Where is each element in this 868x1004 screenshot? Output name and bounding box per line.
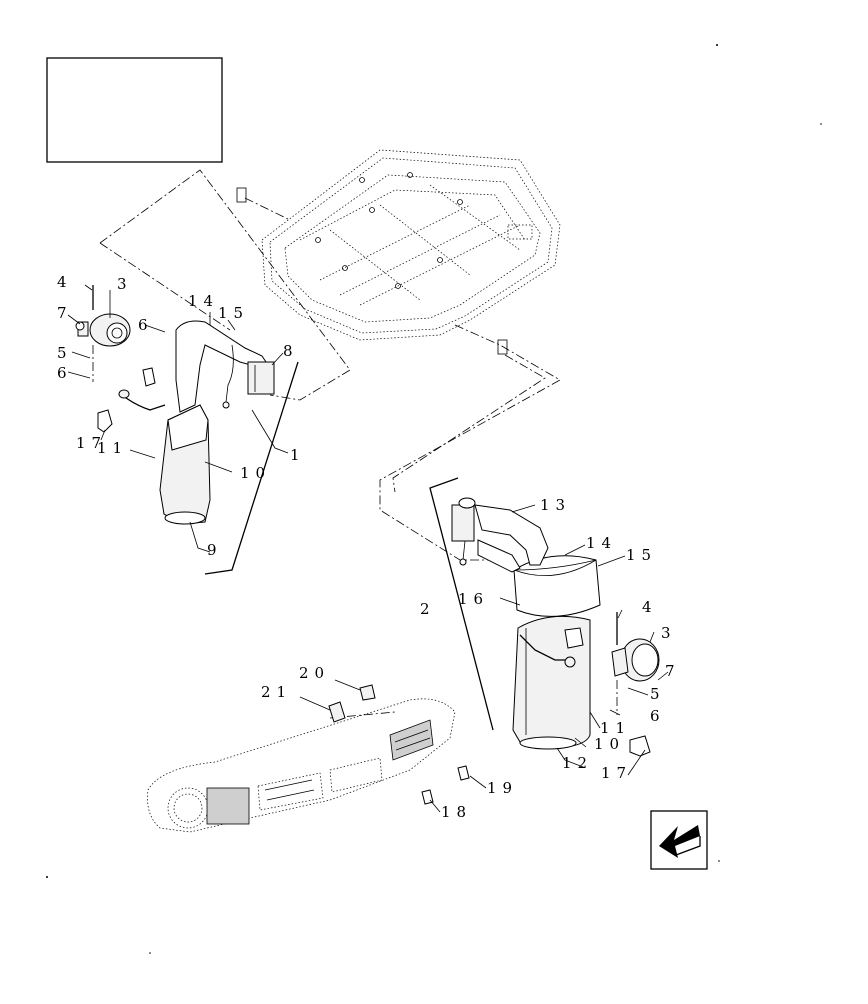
- callout-7: 7: [665, 662, 681, 680]
- callout-16: 16: [458, 590, 489, 608]
- callout-2: 2: [420, 600, 436, 618]
- callout-21: 21: [261, 683, 292, 701]
- speaker-grille: [206, 787, 250, 825]
- callout-15: 15: [626, 546, 657, 564]
- console-panel: [147, 698, 456, 833]
- callout-4: 4: [642, 598, 658, 616]
- callout-8: 8: [283, 342, 299, 360]
- callout-14: 14: [188, 292, 219, 310]
- arrow-down-left-icon[interactable]: [650, 810, 708, 870]
- clip-21: [328, 701, 346, 723]
- group-bracket-2: [429, 477, 494, 731]
- callout-14: 14: [586, 534, 617, 552]
- callout-10: 10: [240, 464, 271, 482]
- title-box: [46, 57, 223, 163]
- callout-9: 9: [207, 541, 223, 559]
- callout-13: 13: [540, 496, 571, 514]
- callout-17: 17: [601, 764, 632, 782]
- callout-6: 6: [138, 316, 154, 334]
- callout-3: 3: [661, 624, 677, 642]
- callout-11: 11: [600, 719, 631, 737]
- callout-12: 12: [562, 754, 593, 772]
- cab-roof: [236, 149, 561, 355]
- ref-line-left: [99, 169, 351, 401]
- callout-3: 3: [117, 275, 133, 293]
- left-lamp-assembly: [75, 285, 275, 525]
- callout-6: 6: [57, 364, 73, 382]
- callout-10: 10: [594, 735, 625, 753]
- callout-7: 7: [57, 304, 73, 322]
- callout-19: 19: [487, 779, 518, 797]
- right-lamp-assembly: [451, 497, 660, 757]
- clip-20: [359, 684, 376, 701]
- callout-6: 6: [650, 707, 666, 725]
- clip-19: [457, 765, 470, 781]
- callout-5: 5: [650, 685, 666, 703]
- callout-15: 15: [218, 304, 249, 322]
- callout-5: 5: [57, 344, 73, 362]
- callout-1: 1: [290, 446, 306, 464]
- callout-17: 17: [76, 434, 107, 452]
- callout-20: 20: [299, 664, 330, 682]
- callout-11: 11: [97, 439, 128, 457]
- group-bracket-1: [204, 361, 299, 575]
- callout-18: 18: [441, 803, 472, 821]
- callout-4: 4: [57, 273, 73, 291]
- ref-line-right: [379, 324, 561, 561]
